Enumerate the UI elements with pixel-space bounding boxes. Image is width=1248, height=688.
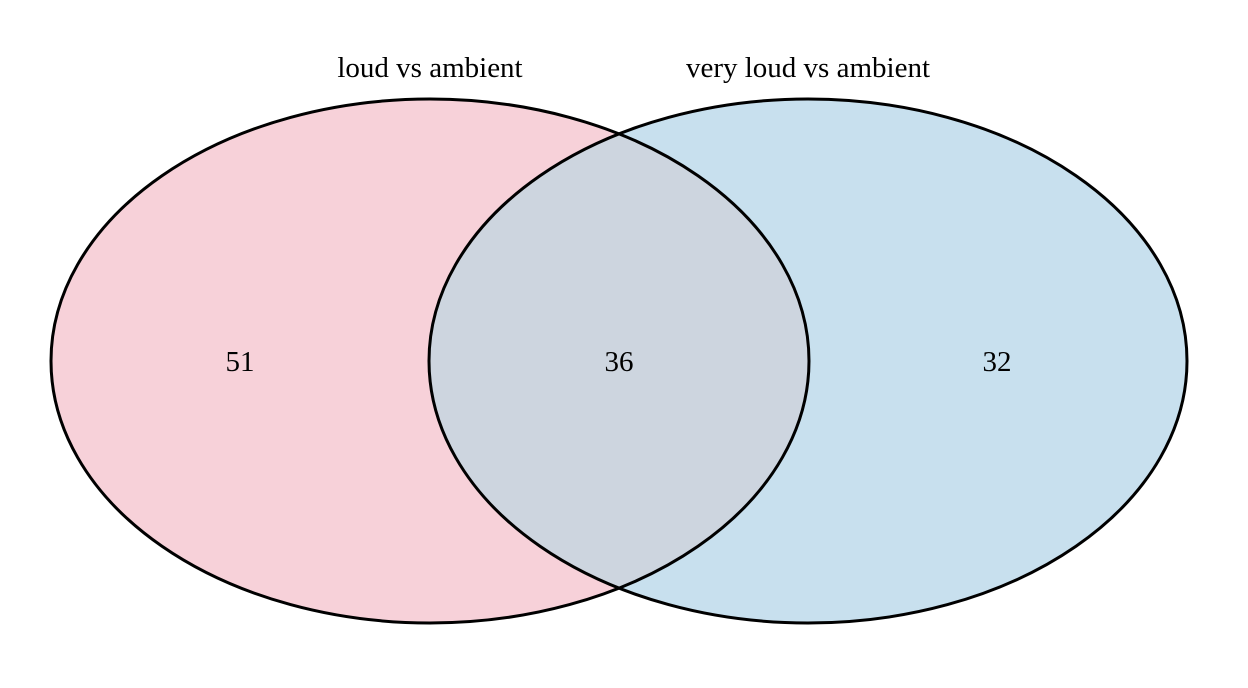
set-left-label: loud vs ambient bbox=[337, 52, 522, 84]
set-right-only-count: 32 bbox=[983, 346, 1012, 378]
set-left-only-count: 51 bbox=[226, 346, 255, 378]
set-right-outline bbox=[427, 97, 1189, 625]
intersection-count: 36 bbox=[605, 346, 634, 378]
set-right-label: very loud vs ambient bbox=[686, 52, 930, 84]
set-left-outline bbox=[49, 97, 811, 625]
